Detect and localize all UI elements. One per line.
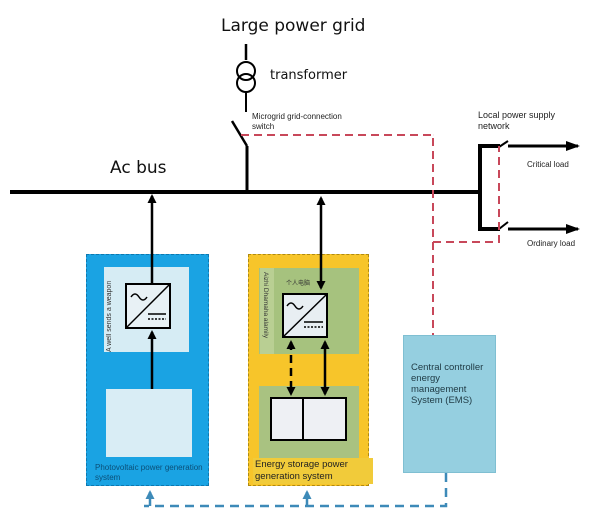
ordinary-load-label: Ordinary load [527, 239, 576, 248]
bus-label: Ac bus [110, 158, 167, 178]
battery-icon [270, 397, 347, 441]
ems-box[interactable] [403, 335, 496, 473]
grid-connection-switch[interactable] [230, 120, 249, 147]
critical-load-label: Critical load [527, 160, 569, 169]
storage-side-label: Aizhi Dhamaha alamily [262, 272, 269, 339]
storage-system-label: Energy storage power generation system [253, 458, 373, 484]
pv-inverter-icon [125, 283, 171, 329]
storage-converter-icon [282, 293, 328, 338]
local-network-branch [478, 140, 580, 234]
local-network-label: Local power supply network [478, 110, 556, 131]
storage-cn-label: 个人电脑 [286, 280, 311, 287]
transformer-label: transformer [270, 68, 348, 83]
diagram-title: Large power grid [221, 16, 366, 36]
pv-array-panel [106, 389, 192, 457]
storage-side-strip [260, 268, 274, 354]
pv-system-label: Photovoltaic power generation system [95, 463, 203, 482]
switch-label: Microgrid grid-connection switch [252, 112, 342, 131]
control-line-red [241, 134, 500, 335]
ems-label: Central controller energy management Sys… [411, 362, 484, 406]
control-line-blue [144, 473, 448, 508]
